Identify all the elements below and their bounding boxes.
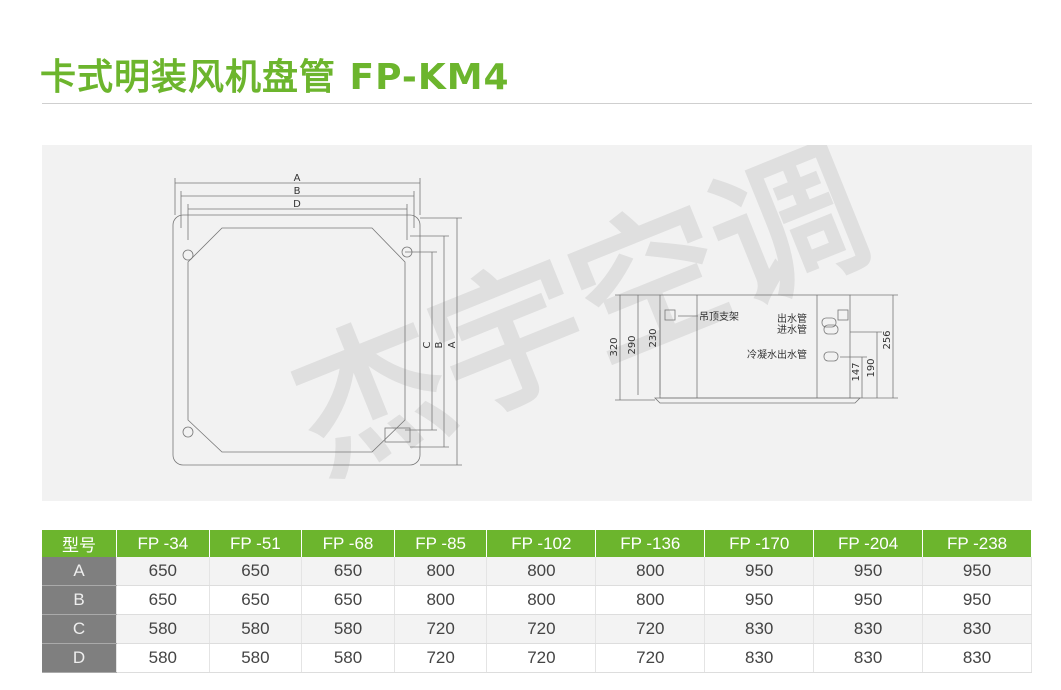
row-label: A [42,557,117,586]
table-cell: 800 [486,557,597,586]
table-cell: 580 [301,614,395,644]
table-cell: 950 [813,557,924,586]
model-header: FP -85 [394,530,488,557]
table-cell: 650 [209,585,303,615]
table-cell: 650 [209,557,303,586]
table-cell: 650 [116,585,210,615]
dimension-drawing-panel: 杰宇空调 A B D C B A 320 290 230 256 190 147… [42,145,1032,501]
table-cell: 830 [813,643,924,673]
top-view [172,178,462,466]
table-cell: 830 [922,643,1032,673]
table-cell: 800 [595,557,706,586]
dim-label-c: C [422,341,433,348]
callout-outlet: 出水管 [777,312,807,325]
table-cell: 580 [116,614,210,644]
table-cell: 950 [813,585,924,615]
model-header: FP -136 [595,530,706,557]
model-header: FP -34 [116,530,210,557]
model-header: FP -170 [704,530,815,557]
dim-label-b: B [294,186,301,197]
table-cell: 800 [486,585,597,615]
dim-230: 230 [648,328,659,347]
table-cell: 650 [301,557,395,586]
table-cell: 580 [301,643,395,673]
table-cell: 720 [486,614,597,644]
table-cell: 720 [486,643,597,673]
callout-condensate: 冷凝水出水管 [747,348,807,361]
table-cell: 950 [922,557,1032,586]
table-cell: 650 [301,585,395,615]
table-cell: 800 [394,557,488,586]
model-header: FP -204 [813,530,924,557]
table-cell: 720 [394,614,488,644]
table-cell: 950 [704,557,815,586]
table-cell: 830 [813,614,924,644]
model-header: FP -68 [301,530,395,557]
dim-label-d: D [293,199,301,210]
table-cell: 720 [595,643,706,673]
dim-label-a-side: A [447,341,458,348]
model-header: FP -102 [486,530,597,557]
table-cell: 830 [704,614,815,644]
table-cell: 800 [595,585,706,615]
dimension-drawing: 杰宇空调 A B D C B A 320 290 230 256 190 147… [172,145,898,501]
title-divider [42,103,1032,104]
row-label: C [42,614,117,644]
dim-320: 320 [609,337,620,356]
dim-290: 290 [627,335,638,354]
table-cell: 800 [394,585,488,615]
callout-bracket: 吊顶支架 [699,311,739,323]
table-cell: 650 [116,557,210,586]
dim-190: 190 [866,358,877,377]
page-title: 卡式明装风机盘管 FP-KM4 [40,57,510,98]
dim-256: 256 [882,330,893,349]
callout-inlet: 进水管 [777,323,807,336]
table-cell: 580 [116,643,210,673]
table-cell: 580 [209,614,303,644]
table-cell: 580 [209,643,303,673]
side-view [615,294,898,404]
row-label: D [42,643,117,673]
row-label: B [42,585,117,615]
model-header: FP -51 [209,530,303,557]
table-cell: 830 [704,643,815,673]
table-cell: 830 [922,614,1032,644]
table-cell: 950 [922,585,1032,615]
dim-label-a: A [294,173,301,184]
model-header: FP -238 [922,530,1032,557]
model-label-header: 型号 [42,530,117,557]
dim-147: 147 [851,362,862,381]
table-cell: 720 [394,643,488,673]
table-cell: 720 [595,614,706,644]
dim-label-b-side: B [434,341,445,348]
table-cell: 950 [704,585,815,615]
